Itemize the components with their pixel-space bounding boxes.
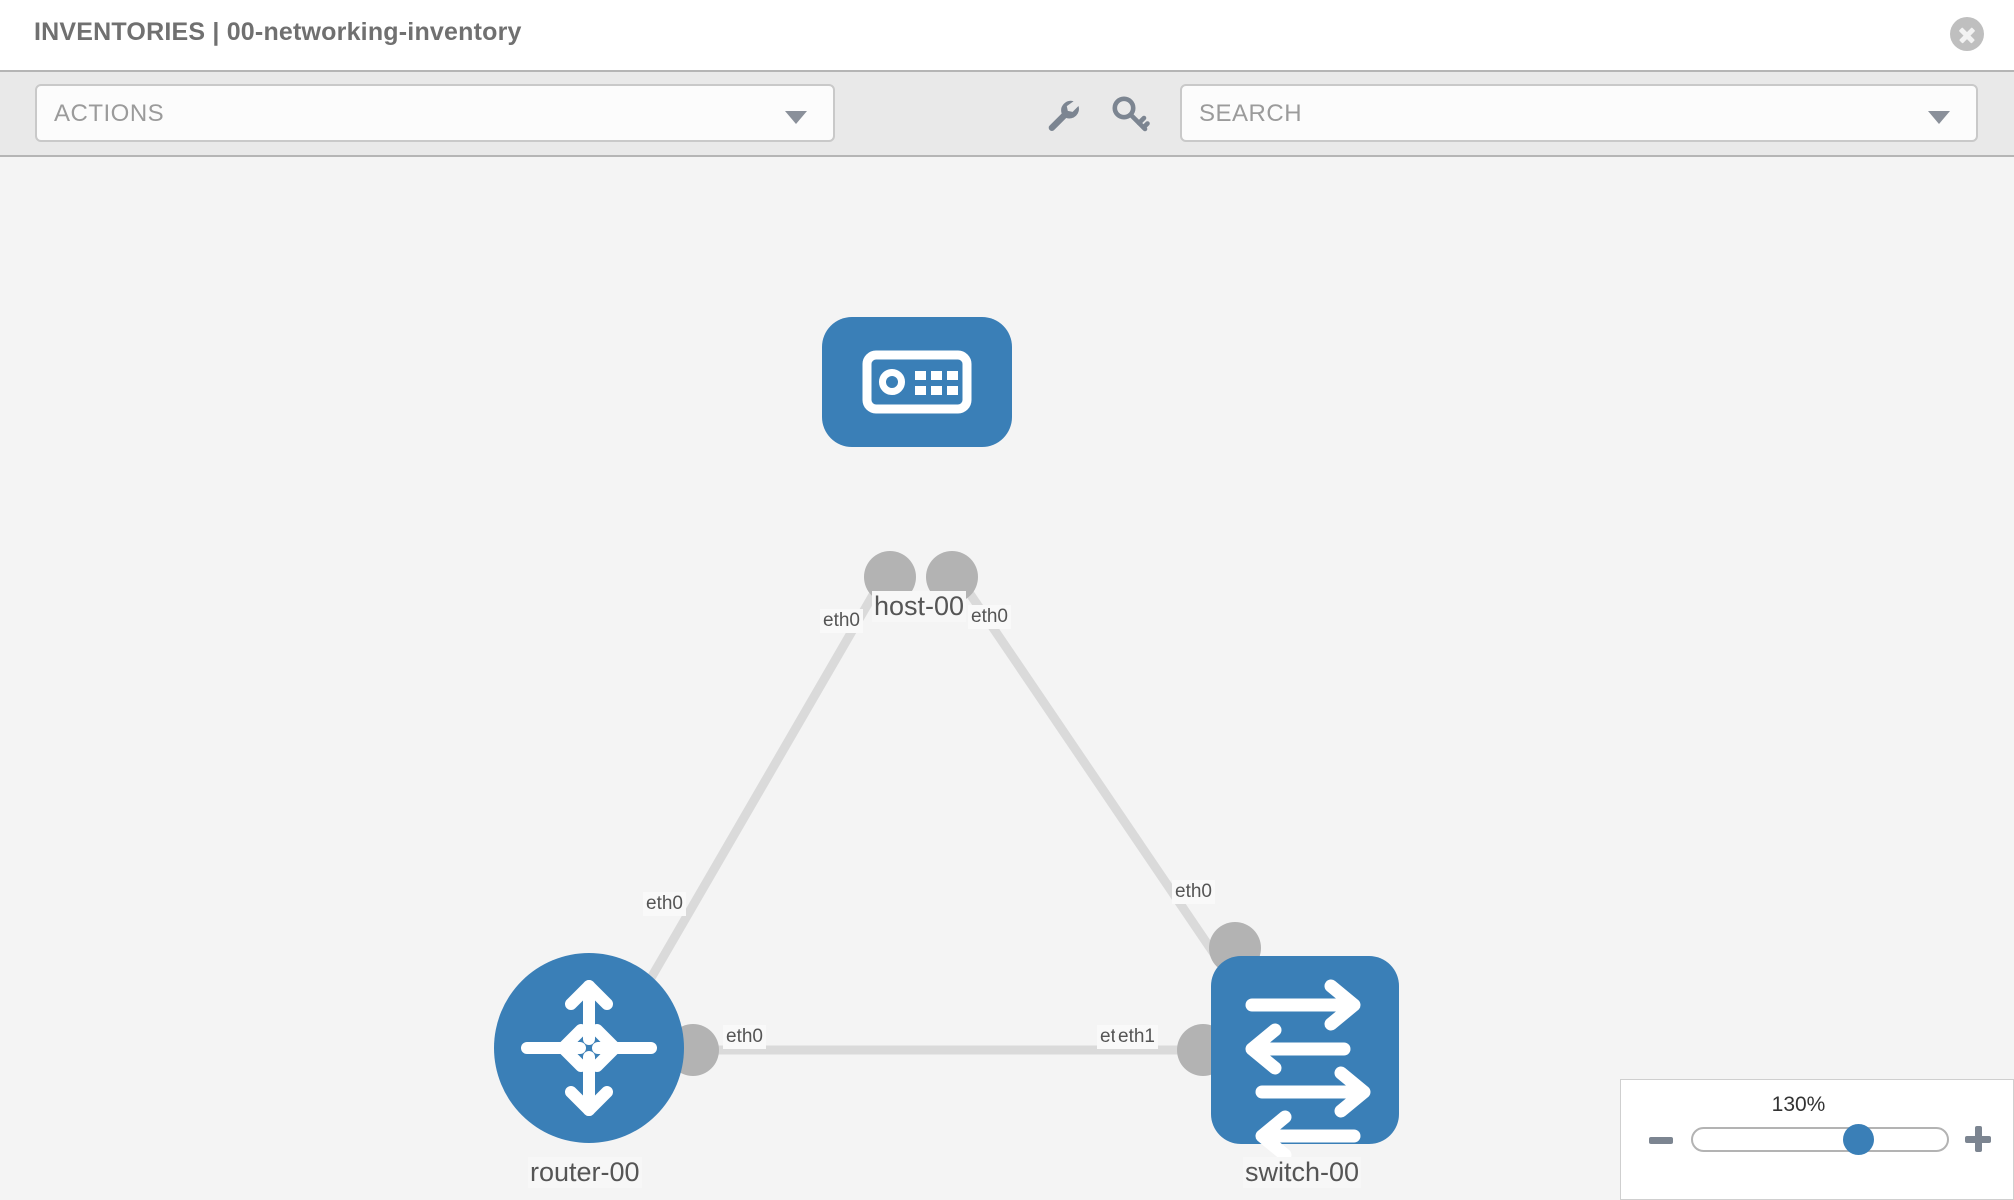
zoom-in-button[interactable] [1965,1126,1991,1152]
wrench-icon[interactable] [1040,92,1084,136]
zoom-out-button[interactable] [1649,1137,1673,1144]
node-label-router-00: router-00 [528,1157,642,1188]
edge-label-switch-eth1: eth1 [1115,1025,1158,1049]
node-router-00[interactable] [494,953,684,1143]
actions-dropdown[interactable]: ACTIONS [35,84,835,142]
toolbar: ACTIONS SEARCH [0,70,2014,157]
edge-label-host-eth0-right: eth0 [968,605,1011,629]
zoom-slider-thumb[interactable] [1843,1124,1874,1155]
zoom-in-icon-vertical [1975,1126,1982,1152]
topology-canvas[interactable]: host-00 router-00 switch-00 eth0 eth0 et… [0,157,2014,1200]
port-layer [667,551,1261,1076]
edge-label-router-eth0-up: eth0 [643,892,686,916]
edge-layer [636,554,1244,1055]
topology-graph [494,317,1399,1162]
search-placeholder: SEARCH [1199,100,1303,127]
chevron-down-icon[interactable] [1928,111,1950,124]
close-icon[interactable] [1950,17,1984,51]
node-label-switch-00: switch-00 [1243,1157,1362,1188]
port-host-left [864,551,916,603]
search-input[interactable]: SEARCH [1180,84,1978,142]
page-header: INVENTORIES | 00-networking-inventory [0,0,2014,70]
port-host-right [926,551,978,603]
edge-label-router-eth0-side: eth0 [723,1025,766,1049]
zoom-slider-track[interactable] [1691,1127,1949,1152]
node-label-host-00: host-00 [872,591,967,622]
server-icon [862,350,972,414]
node-switch-00[interactable] [1211,956,1399,1162]
node-host-00[interactable] [822,317,1012,447]
switch-icon [1245,979,1371,1162]
router-icon [521,980,657,1116]
edge-label-host-eth0-left: eth0 [820,609,863,633]
actions-dropdown-label: ACTIONS [54,100,165,127]
zoom-control-panel: 130% [1620,1079,2014,1200]
edge-label-switch-eth0-up: eth0 [1172,880,1215,904]
zoom-level-value: 130% [1771,1093,1826,1116]
key-icon[interactable] [1108,92,1152,136]
chevron-down-icon [785,111,807,124]
page-title: INVENTORIES | 00-networking-inventory [34,18,522,46]
edge-host-switch [941,554,1244,995]
